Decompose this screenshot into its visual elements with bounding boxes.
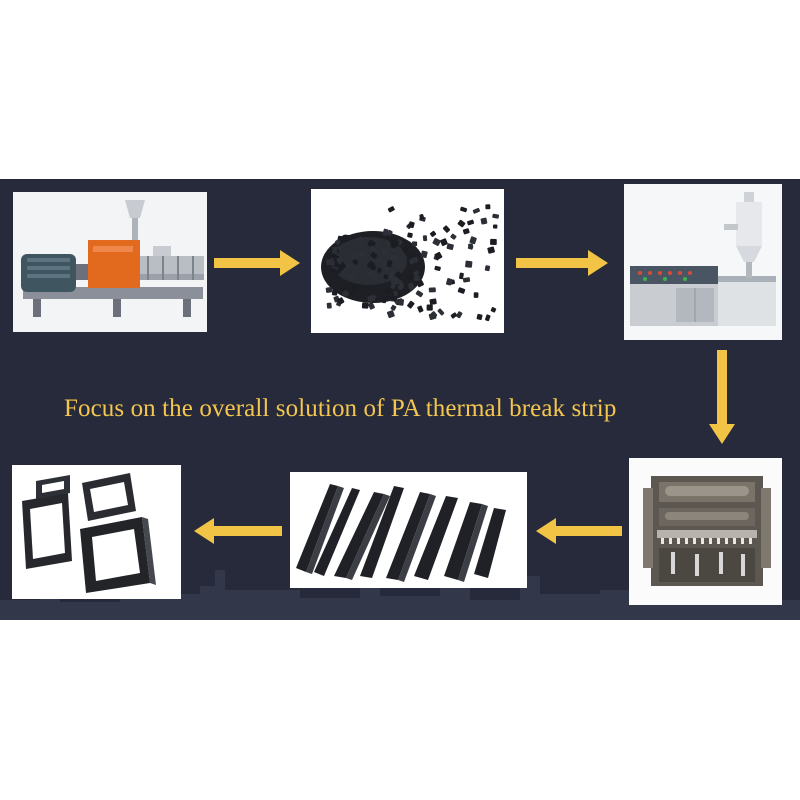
thermal-break-strips-photo [290,472,527,588]
profile-extrusion-line-photo [624,184,782,340]
diagram-caption: Focus on the overall solution of PA ther… [64,395,617,422]
arrow-down [709,350,735,444]
arrow-right-1 [214,250,300,276]
vacuum-calibration-tank-photo [629,458,782,605]
aluminum-window-frames-photo [12,465,181,599]
arrow-left-1 [536,518,622,544]
arrow-left-2 [194,518,282,544]
skyline-background [0,570,800,620]
twin-screw-extruder-photo [13,192,207,332]
arrow-right-2 [516,250,608,276]
pa-pellets-photo [311,189,504,333]
